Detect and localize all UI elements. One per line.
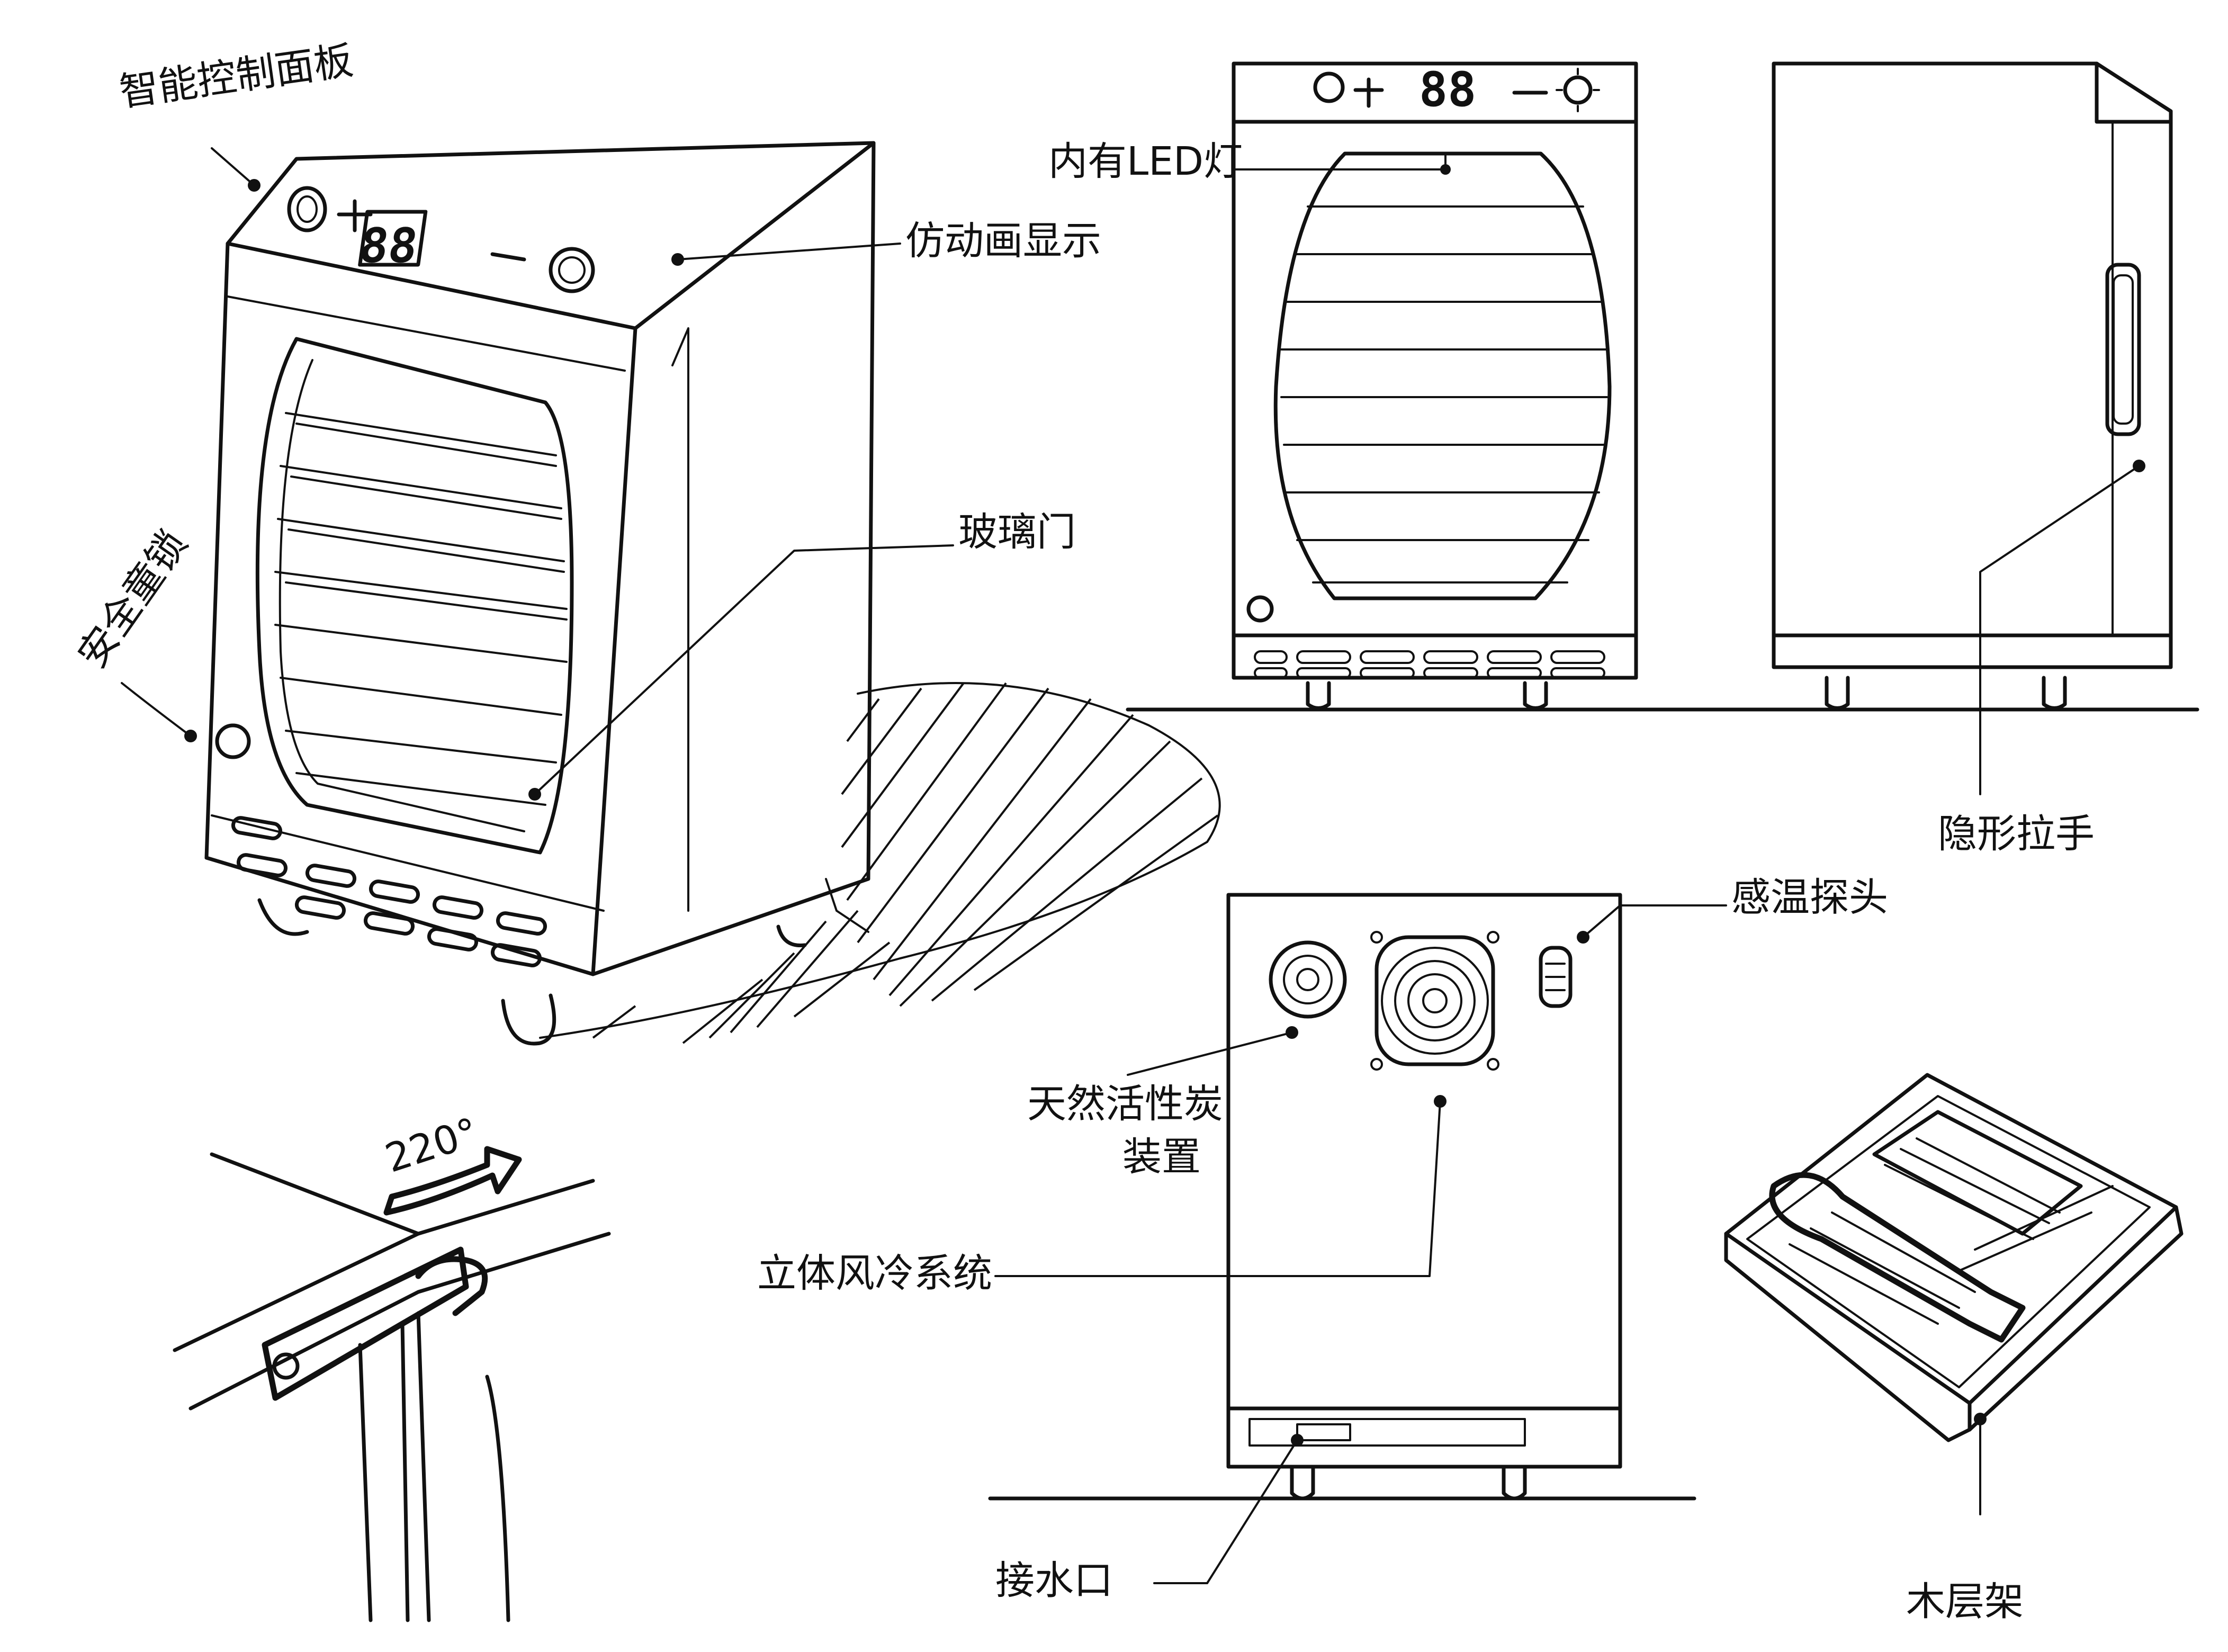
perspective-view [121, 141, 1221, 1046]
top-edge [633, 141, 876, 330]
cooling-fan [1370, 931, 1499, 1071]
label-digital-display: 仿动画显示 [905, 218, 1101, 264]
charcoal-filter-port [1269, 940, 1347, 1019]
perspective-display-digits: 88 [356, 218, 421, 273]
temp-probe-socket [1539, 946, 1573, 1008]
front-elevation: 88 [1126, 61, 1813, 712]
label-led-light: 内有LED灯 [1048, 139, 1243, 184]
perspective-foot-back [776, 924, 807, 948]
label-temp-probe: 感温探头 [1731, 875, 1888, 920]
label-cooling-system: 立体风冷系统 [757, 1251, 992, 1296]
perspective-control-panel [287, 186, 595, 293]
front-display-digits: 88 [1419, 62, 1476, 118]
rotation-arrow [383, 1146, 522, 1216]
label-charcoal-device-2: 装置 [1122, 1134, 1201, 1180]
label-glass-door: 玻璃门 [958, 509, 1076, 555]
wood-rack-detail [1724, 1073, 2184, 1515]
label-charcoal-device: 天然活性炭 [1027, 1081, 1223, 1127]
floor-shadow-hatch [539, 682, 1221, 1044]
label-safety-lock: 安全童锁 [69, 522, 196, 677]
back-view [988, 893, 1727, 1584]
perspective-safety-lock [215, 723, 251, 759]
side-elevation [1766, 61, 2199, 795]
label-wood-rack: 木层架 [1906, 1579, 2024, 1624]
hinge-detail: 220° [173, 1109, 611, 1622]
label-control-panel: 智能控制面板 [117, 38, 356, 115]
label-water-outlet: 接水口 [995, 1558, 1113, 1603]
perspective-vents [211, 814, 605, 967]
bottle-on-rack [1769, 1172, 2026, 1343]
perspective-foot-left [257, 898, 309, 936]
label-hidden-handle: 隐形拉手 [1938, 811, 2095, 857]
perspective-glass-door [255, 337, 574, 855]
perspective-foot-front [501, 993, 556, 1046]
